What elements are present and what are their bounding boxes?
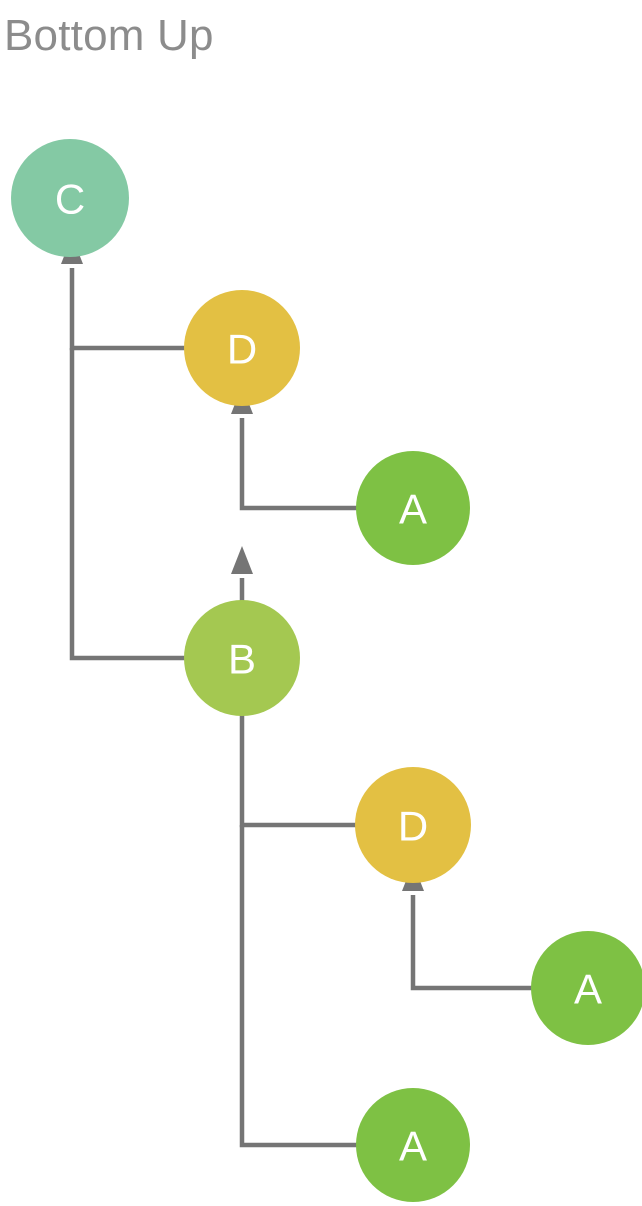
node-circle[interactable]: [11, 139, 129, 257]
node-a2[interactable]: A: [531, 931, 642, 1045]
node-label: C: [55, 176, 85, 223]
node-a3[interactable]: A: [356, 1088, 470, 1202]
node-d2[interactable]: D: [355, 767, 471, 883]
node-label: A: [574, 966, 602, 1013]
node-a1[interactable]: A: [356, 451, 470, 565]
node-circle[interactable]: [355, 767, 471, 883]
node-circle[interactable]: [356, 451, 470, 565]
node-d1[interactable]: D: [184, 290, 300, 406]
node-layer: C D A B D A A: [11, 139, 642, 1202]
edge-layer: [61, 236, 588, 1148]
node-label: D: [398, 803, 428, 850]
page-title: Bottom Up: [4, 11, 214, 60]
node-label: A: [399, 486, 427, 533]
node-circle[interactable]: [531, 931, 642, 1045]
node-circle[interactable]: [356, 1088, 470, 1202]
node-b1[interactable]: B: [184, 600, 300, 716]
node-c1[interactable]: C: [11, 139, 129, 257]
node-circle[interactable]: [184, 600, 300, 716]
edge-line: [410, 895, 588, 991]
node-label: D: [227, 326, 257, 373]
arrow-head-icon: [231, 546, 253, 574]
node-circle[interactable]: [184, 290, 300, 406]
node-label: A: [399, 1123, 427, 1170]
node-label: B: [228, 636, 256, 683]
